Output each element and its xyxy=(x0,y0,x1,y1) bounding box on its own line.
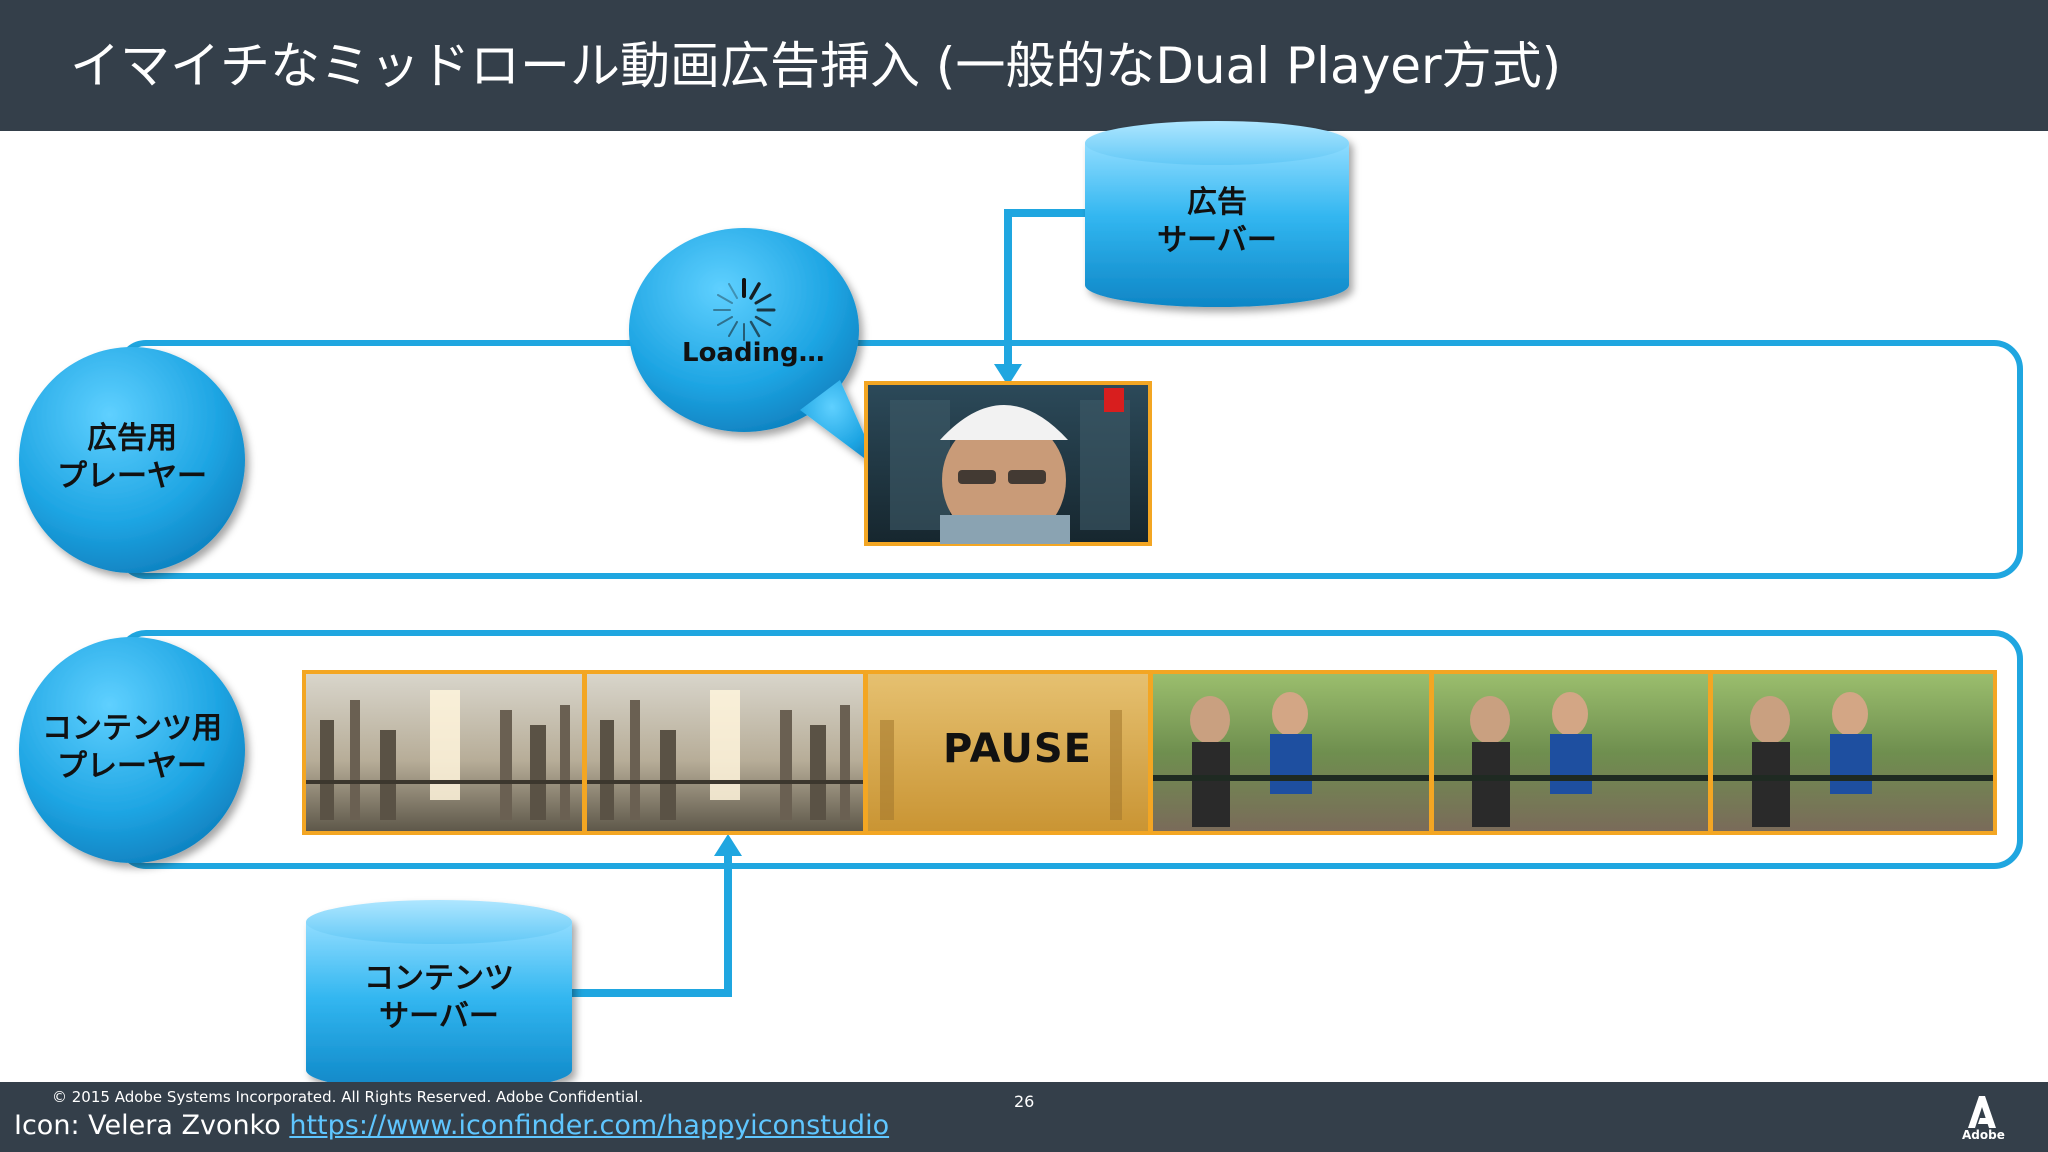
content-server-arrowhead xyxy=(714,834,742,856)
ad-server-arrow xyxy=(1004,209,1085,368)
loading-spinner-icon xyxy=(713,278,776,341)
adobe-badge-icon xyxy=(1104,388,1124,412)
content-player-label-line2: プレーヤー xyxy=(57,748,207,784)
footer-bar xyxy=(0,1082,2048,1152)
ad-player-label-line1: 広告用 xyxy=(87,421,177,456)
content-player-circle xyxy=(19,637,245,863)
page-number: 26 xyxy=(1014,1092,1035,1111)
ad-player-label: 広告用 プレーヤー xyxy=(32,420,232,495)
ad-server-label: 広告 サーバー xyxy=(1097,184,1337,259)
content-server-label-line2: サーバー xyxy=(379,998,499,1034)
content-player-label-line1: コンテンツ用 xyxy=(42,711,222,746)
icon-credit-link[interactable]: https://www.iconfinder.com/happyiconstud… xyxy=(289,1110,890,1141)
ad-server-arrowhead xyxy=(994,364,1022,386)
content-server-label: コンテンツ サーバー xyxy=(319,960,559,1035)
loading-text: Loading… xyxy=(682,338,825,368)
icon-credit-prefix: Icon: Velera Zvonko xyxy=(14,1110,290,1141)
content-frame-paused xyxy=(864,670,1152,835)
ad-server-label-line2: サーバー xyxy=(1157,222,1277,258)
title-bar: イマイチなミッドロール動画広告挿入 (一般的なDual Player方式) xyxy=(0,0,2048,131)
ad-server-cylinder xyxy=(1085,121,1349,307)
content-frame-2 xyxy=(583,670,867,835)
content-frame-6 xyxy=(1709,670,1997,835)
ad-player-circle xyxy=(19,347,245,573)
content-frame-5 xyxy=(1430,670,1712,835)
icon-credit: Icon: Velera Zvonko https://www.iconfind… xyxy=(14,1110,889,1141)
slide-title: イマイチなミッドロール動画広告挿入 (一般的なDual Player方式) xyxy=(70,37,1562,95)
content-frame-4 xyxy=(1149,670,1433,835)
content-player-label: コンテンツ用 プレーヤー xyxy=(32,710,232,785)
ad-server-label-line1: 広告 xyxy=(1187,185,1247,220)
ad-player-label-line2: プレーヤー xyxy=(57,458,207,494)
content-frame-1 xyxy=(302,670,586,835)
pause-text: PAUSE xyxy=(943,726,1092,772)
content-server-cylinder xyxy=(306,900,572,1092)
content-server-label-line1: コンテンツ xyxy=(364,961,514,996)
copyright-text: © 2015 Adobe Systems Incorporated. All R… xyxy=(52,1088,644,1106)
content-server-arrow xyxy=(572,852,732,997)
adobe-logo-text: Adobe xyxy=(1962,1128,2005,1142)
adobe-logo-icon xyxy=(1968,1096,1996,1128)
ad-video-frame xyxy=(864,381,1152,546)
